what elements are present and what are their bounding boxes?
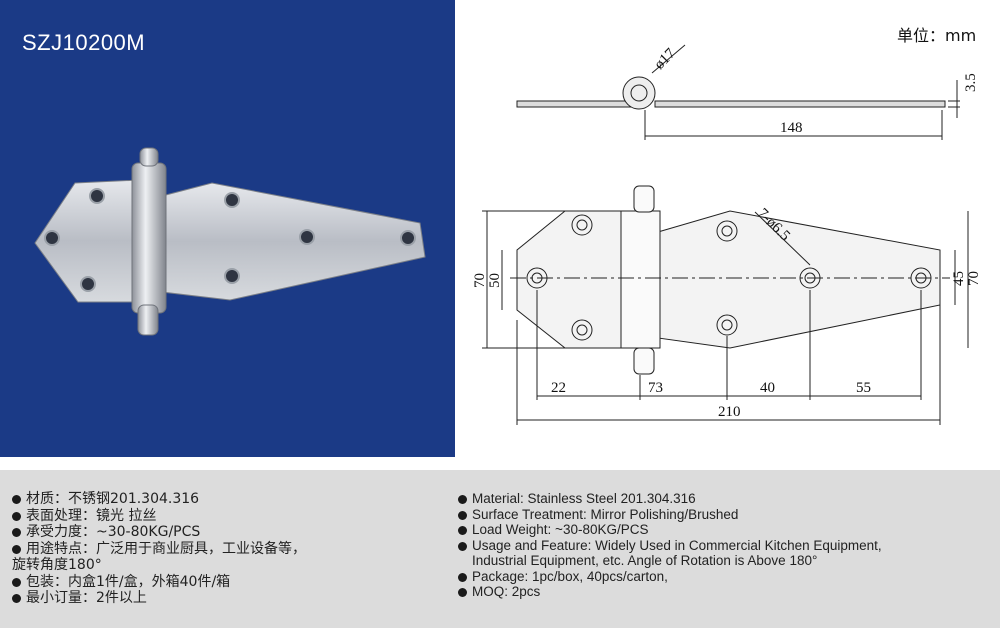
dim-thickness: 3.5 bbox=[963, 73, 979, 92]
spec-cn-usage: 用途特点：广泛用于商业厨具，工业设备等， bbox=[12, 541, 306, 558]
model-number: SZJ10200M bbox=[22, 30, 146, 55]
spec-list-chinese: 材质：不锈钢201.304.316 表面处理：镜光 拉丝 承受力度：~30-80… bbox=[12, 491, 306, 607]
dim-spacing-2: 73 bbox=[648, 380, 663, 396]
spec-en-load: Load Weight: ~30-80KG/PCS bbox=[458, 522, 882, 538]
spec-cn-material: 材质：不锈钢201.304.316 bbox=[12, 491, 306, 508]
spec-cn-rotation: 旋转角度180° bbox=[12, 557, 102, 573]
spec-cn-package: 包装：内盒1件/盒，外箱40件/箱 bbox=[12, 574, 306, 591]
dim-spacing-1: 22 bbox=[551, 380, 566, 396]
hinge-photo bbox=[34, 147, 426, 336]
technical-drawing: ø17 3.5 148 70 50 45 70 7-ø6.5 22 73 40 … bbox=[472, 44, 982, 425]
dim-height-outer: 70 bbox=[472, 273, 488, 288]
dim-height-right-outer: 70 bbox=[966, 271, 982, 286]
product-photo-panel: SZJ10200M bbox=[0, 0, 455, 457]
spec-panel: 材质：不锈钢201.304.316 表面处理：镜光 拉丝 承受力度：~30-80… bbox=[0, 470, 1000, 628]
spec-en-usage-cont: Industrial Equipment, etc. Angle of Rota… bbox=[472, 553, 818, 568]
spec-cn-surface: 表面处理：镜光 拉丝 bbox=[12, 508, 306, 525]
dim-height-right-inner: 45 bbox=[951, 271, 967, 286]
spec-cn-moq: 最小订量：2件以上 bbox=[12, 590, 306, 607]
dim-leaf-length: 148 bbox=[780, 120, 803, 136]
unit-label: 单位：mm bbox=[897, 26, 977, 45]
dim-total-length: 210 bbox=[718, 404, 741, 420]
dim-spacing-3: 40 bbox=[760, 380, 775, 396]
dim-height-inner: 50 bbox=[487, 273, 503, 288]
spec-en-package: Package: 1pc/box, 40pcs/carton, bbox=[458, 569, 882, 585]
dim-spacing-4: 55 bbox=[856, 380, 871, 396]
spec-cn-load: 承受力度：~30-80KG/PCS bbox=[12, 524, 306, 541]
spec-en-surface: Surface Treatment: Mirror Polishing/Brus… bbox=[458, 507, 882, 523]
spec-en-usage: Usage and Feature: Widely Used in Commer… bbox=[458, 538, 882, 554]
spec-list-english: Material: Stainless Steel 201.304.316 Su… bbox=[458, 491, 882, 600]
spec-en-moq: MOQ: 2pcs bbox=[458, 584, 882, 600]
spec-en-material: Material: Stainless Steel 201.304.316 bbox=[458, 491, 882, 507]
dim-pin-diameter: ø17 bbox=[652, 45, 680, 73]
